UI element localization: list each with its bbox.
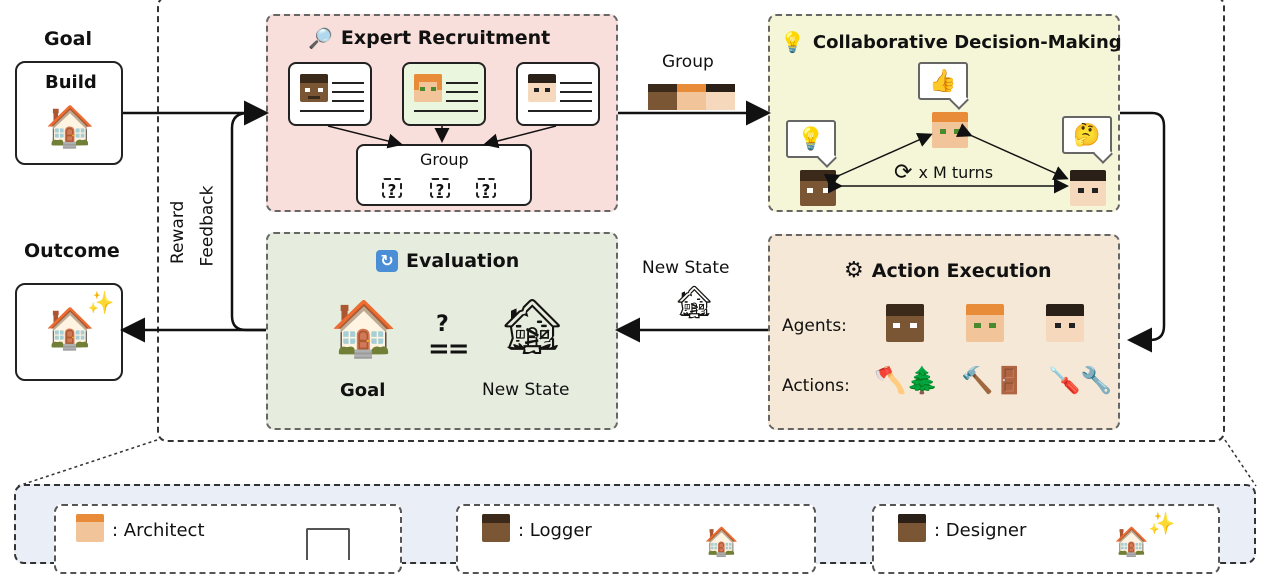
goal-house-icon: 🏠 — [330, 297, 398, 360]
pipeline-frame — [157, 0, 1225, 442]
legend-item-designer: : Designer 🏠 ✨ — [872, 504, 1220, 574]
placeholder-slot-3: ? — [476, 178, 496, 199]
logger-face-icon — [482, 514, 510, 542]
lightbulb-icon: 💡 — [797, 126, 825, 152]
house-icon: 🏠 — [704, 525, 739, 558]
legend-frame: : Architect : Logger 🏠 : Designer 🏠 ✨ — [14, 484, 1256, 574]
axe-icon: 🪓 — [874, 366, 907, 396]
thumbs-up-bubble: 👍 — [918, 62, 968, 100]
damaged-house-icon: 🏚 — [674, 283, 715, 321]
feedback-loop-line — [230, 111, 266, 332]
goal-label: Goal — [44, 28, 92, 50]
refresh-icon: ↻ — [376, 250, 398, 272]
expert-recruitment-title: 🔎 Expert Recruitment — [308, 26, 550, 50]
architect-face-icon — [76, 514, 104, 542]
build-label: Build — [45, 72, 97, 93]
designer-face-icon — [898, 514, 926, 542]
agents-label: Agents: — [782, 316, 847, 336]
house-icon: 🏠 — [1114, 525, 1149, 558]
legend-item-logger: : Logger 🏠 — [456, 504, 816, 574]
logger-face-icon — [300, 74, 328, 102]
group-arrow-label: Group — [662, 52, 714, 72]
evaluation-goal-label: Goal — [340, 380, 386, 401]
goal-box: Build 🏠 — [15, 61, 123, 165]
arrow-card1-to-group — [327, 125, 403, 149]
legend-logger-label: : Logger — [518, 520, 592, 541]
legend-designer-label: : Designer — [934, 520, 1027, 541]
logger-face-icon — [886, 304, 924, 342]
house-icon: 🏠 — [45, 104, 95, 150]
door-icon: 🚪 — [993, 366, 1026, 396]
legend-connector-right — [1224, 439, 1257, 487]
hammer-icon: 🔨 — [961, 366, 994, 396]
arrow-logger-architect — [823, 133, 933, 188]
evaluation-title-text: Evaluation — [406, 250, 520, 272]
architect-face-icon — [966, 304, 1004, 342]
thinking-face-icon: 🤔 — [1073, 122, 1101, 148]
arrow-collaborative-to-action — [1120, 111, 1166, 353]
evaluation-new-state-label: New State — [482, 380, 570, 400]
wrench-icon: 🔧 — [1080, 366, 1113, 396]
sparkles-icon: ✨ — [87, 291, 115, 316]
group-box: Group ? ? ? — [356, 144, 532, 206]
screwdriver-icon: 🪛 — [1048, 366, 1081, 396]
legend-architect-label: : Architect — [112, 520, 205, 541]
evaluation-title: ↻ Evaluation — [376, 250, 519, 272]
house-icon: 🏠 — [45, 306, 95, 352]
architect-face-icon — [677, 84, 706, 110]
equals-sign: == — [428, 334, 470, 364]
arrow-architect-designer — [955, 123, 1069, 180]
group-box-label: Group — [420, 150, 469, 169]
outcome-label: Outcome — [24, 240, 120, 262]
collaborative-title-text: Collaborative Decision-Making — [812, 31, 1122, 53]
question-mark: ? — [436, 312, 449, 337]
action-execution-title: ⚙ Action Execution — [844, 258, 1052, 283]
action-execution-title-text: Action Execution — [871, 259, 1052, 282]
group-faces — [648, 84, 736, 110]
placeholder-slot-2: ? — [430, 178, 450, 199]
arrow-card3-to-group — [483, 125, 557, 149]
sparkles-icon: ✨ — [1148, 512, 1176, 537]
house-outline-icon — [306, 528, 350, 560]
actions-label: Actions: — [782, 376, 850, 396]
designer-face-icon — [528, 74, 556, 102]
connector-lines — [17, 100, 1257, 487]
expert-card-designer — [516, 62, 600, 126]
action-icons: 🪓🌲 🔨🚪 🪛🔧 — [874, 366, 1113, 396]
tree-icon: 🌲 — [906, 366, 939, 396]
lightbulb-icon: 💡 — [780, 30, 805, 54]
legend-connector-left — [17, 439, 158, 487]
outcome-box: 🏠 ✨ — [15, 283, 123, 381]
action-execution-panel: ⚙ Action Execution Agents: Actions: 🪓🌲 🔨… — [768, 234, 1120, 430]
placeholder-slot-1: ? — [382, 178, 402, 199]
designer-face-icon — [1070, 170, 1106, 206]
collaborative-title: 💡 Collaborative Decision-Making — [780, 30, 1122, 54]
magnifier-icon: 🔎 — [308, 26, 333, 50]
architect-face-icon — [414, 74, 442, 102]
new-state-arrow-label: New State — [642, 258, 730, 278]
expert-card-architect — [402, 62, 486, 126]
thumbs-up-icon: 👍 — [929, 68, 957, 94]
damaged-house-icon: 🏚 — [498, 295, 567, 358]
evaluation-panel: ↻ Evaluation 🏠 ? == 🏚 Goal New State — [266, 232, 618, 430]
expert-card-logger — [288, 62, 372, 126]
expert-recruitment-panel: 🔎 Expert Recruitment — [266, 14, 618, 212]
logger-face-icon — [648, 84, 677, 110]
expert-recruitment-title-text: Expert Recruitment — [340, 27, 551, 49]
gear-icon: ⚙ — [844, 258, 864, 283]
designer-face-icon — [1046, 304, 1084, 342]
legend-item-architect: : Architect — [54, 504, 402, 574]
designer-face-icon — [706, 84, 735, 110]
